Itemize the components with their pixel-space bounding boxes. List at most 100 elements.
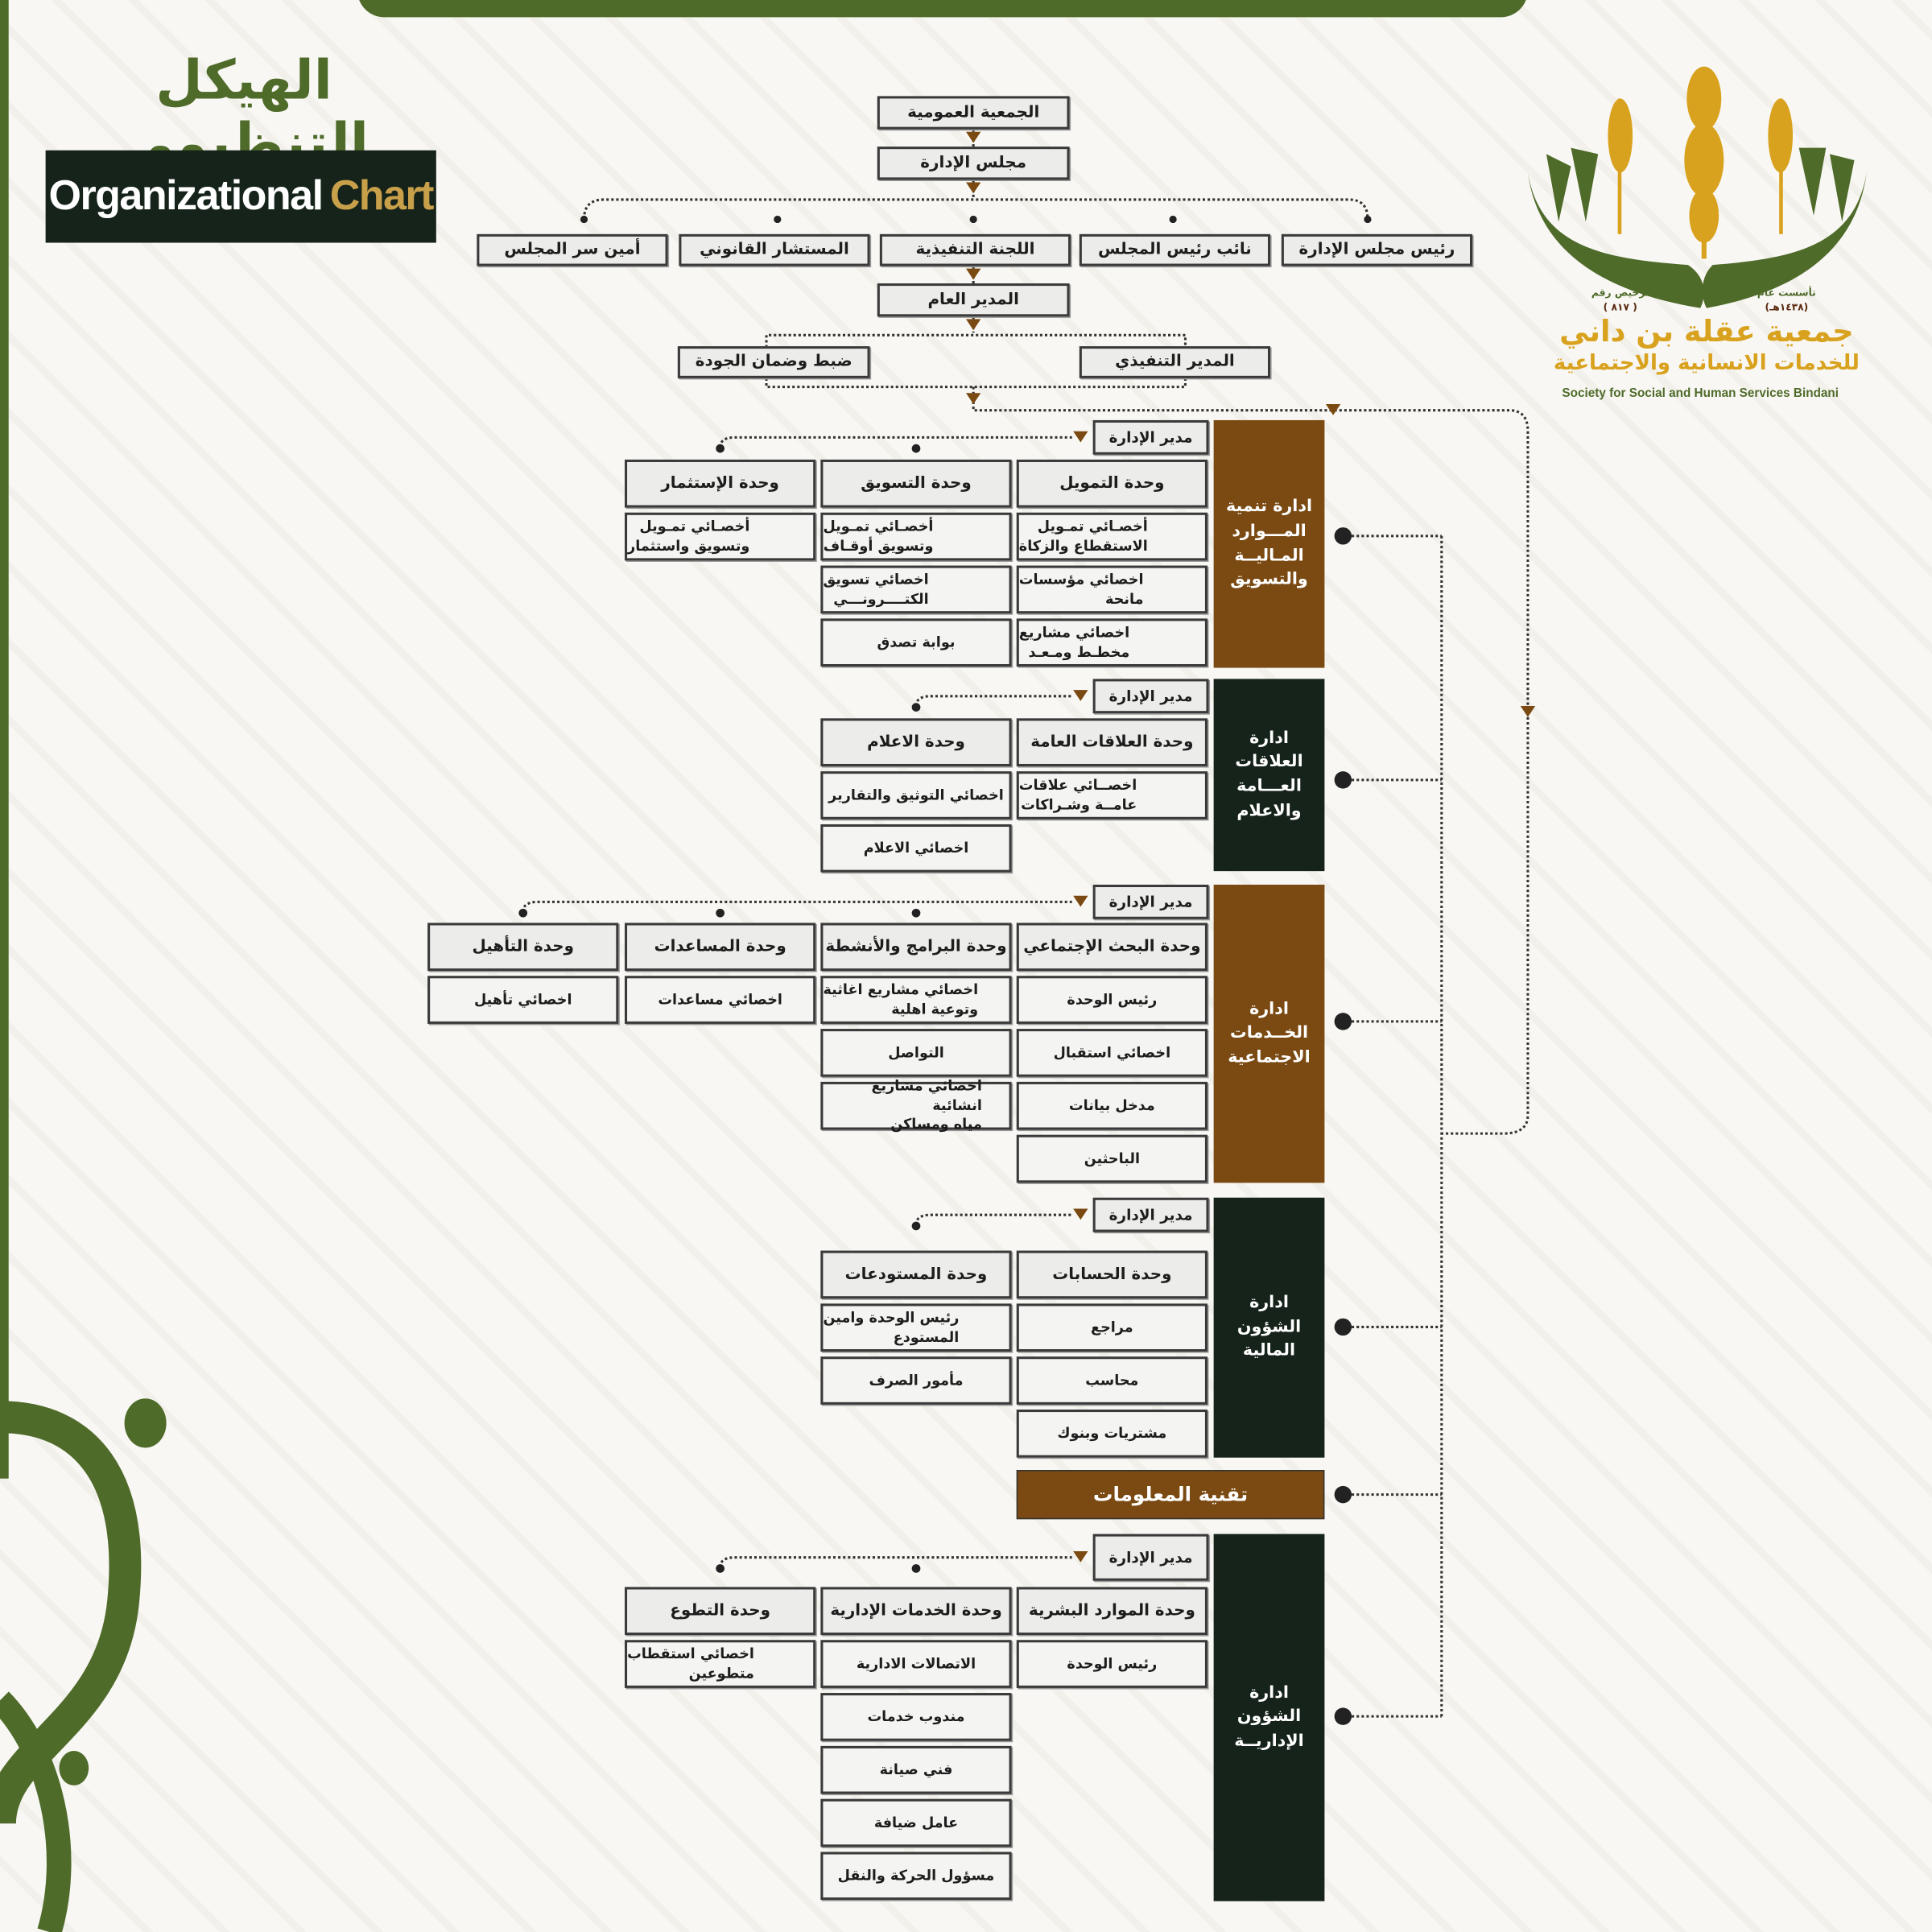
- title-word-2: Chart: [329, 172, 435, 220]
- founded-value: (١٤٣٨هـ): [1765, 301, 1809, 313]
- board-box[interactable]: مجلس الإدارة: [877, 147, 1070, 180]
- connector-line: [522, 900, 1072, 912]
- unit-header-box[interactable]: وحدة البرامج والأنشطة: [820, 923, 1012, 972]
- department-manager-box[interactable]: مدير الإدارة: [1092, 884, 1209, 919]
- position-box[interactable]: مدخل بيانات: [1016, 1081, 1208, 1130]
- position-box[interactable]: رئيس الوحدة: [1016, 976, 1208, 1024]
- arrow-icon: [1073, 1208, 1088, 1220]
- connector-dot: [716, 908, 724, 918]
- unit-header-box[interactable]: وحدة التأهيل: [427, 923, 619, 972]
- executive-manager-box[interactable]: المدير التنفيذي: [1079, 346, 1271, 378]
- unit-header-box[interactable]: وحدة الموارد البشرية: [1016, 1587, 1208, 1636]
- unit-header-box[interactable]: وحدة المساعدات: [625, 923, 816, 972]
- position-box[interactable]: مأمور الصرف: [820, 1356, 1012, 1405]
- department-box[interactable]: ادارة الشؤون الإداريــة: [1213, 1534, 1325, 1901]
- position-box[interactable]: رئيس الوحدة وامين المستودع: [820, 1303, 1012, 1352]
- connector-dot: [774, 215, 782, 224]
- arrow-icon: [965, 393, 981, 405]
- department-box[interactable]: ادارة الخــدمات الاجتماعية: [1213, 884, 1325, 1183]
- position-box[interactable]: اخصائي مشاريع اغاثية وتوعية اهلية: [820, 976, 1012, 1024]
- quality-box[interactable]: ضبط وضمان الجودة: [677, 346, 870, 378]
- arrow-icon: [1073, 690, 1088, 701]
- founded-label: تأسست عام: [1757, 287, 1816, 299]
- license-label: ترخيص رقم: [1591, 287, 1649, 299]
- position-box[interactable]: اخصــائي علاقات عامــة وشـراكات: [1016, 771, 1208, 819]
- position-box[interactable]: مسؤول الحركة والنقل: [820, 1852, 1012, 1901]
- logo-name-line2: للخدمات الانسانية والاجتماعية: [1553, 351, 1860, 376]
- logo-english-name: Society for Social and Human Services Bi…: [1562, 386, 1839, 401]
- position-box[interactable]: عامل ضيافة: [820, 1798, 1012, 1847]
- left-swirl-decor: [0, 1401, 142, 1825]
- connector-line: [765, 378, 1187, 389]
- position-box[interactable]: أخصـائي تمـويل الاستقطاع والزكاة: [1016, 512, 1208, 561]
- position-box[interactable]: اخصائي مشاريع انشائية مياه ومساكن: [820, 1077, 1012, 1133]
- connector-dot: [518, 908, 528, 918]
- department-connector-dot: [1334, 771, 1352, 789]
- unit-header-box[interactable]: وحدة الخدمات الإدارية: [820, 1587, 1012, 1636]
- position-box[interactable]: بوابة تصدق: [820, 618, 1012, 667]
- position-box[interactable]: اخصائي تسويق الكتــــرونـــي: [820, 565, 1012, 614]
- connector-line: [914, 1213, 1072, 1225]
- position-box[interactable]: أخصـائي تمـويل وتسويق واستثمار: [625, 512, 816, 561]
- connector-line: [914, 695, 1072, 707]
- unit-header-box[interactable]: وحدة التمويل: [1016, 459, 1208, 508]
- department-box[interactable]: ادارة العلاقات العـــامة والاعلام: [1213, 679, 1325, 872]
- arrow-icon: [965, 268, 981, 280]
- position-box[interactable]: مشتريات وبنوك: [1016, 1410, 1208, 1458]
- legal-advisor-box[interactable]: المستشار القانوني: [679, 233, 870, 266]
- position-box[interactable]: أخصـائي تمـويل وتسويق أوقـاف: [820, 512, 1012, 561]
- position-box[interactable]: اخصائي استقبال: [1016, 1029, 1208, 1077]
- position-box[interactable]: اخصائي تأهيل: [427, 976, 619, 1024]
- position-box[interactable]: فني صيانة: [820, 1745, 1012, 1794]
- position-box[interactable]: رئيس الوحدة: [1016, 1640, 1208, 1688]
- position-box[interactable]: اخصائي التوثيق والتقارير: [820, 771, 1012, 819]
- unit-header-box[interactable]: وحدة الاعلام: [820, 718, 1012, 767]
- unit-header-box[interactable]: وحدة التسويق: [820, 459, 1012, 508]
- connector-dot: [716, 444, 724, 453]
- executive-committee-box[interactable]: اللجنة التنفيذية: [879, 233, 1071, 266]
- arrow-icon: [1073, 895, 1088, 907]
- position-box[interactable]: مندوب خدمات: [820, 1693, 1012, 1741]
- department-manager-box[interactable]: مدير الإدارة: [1092, 679, 1209, 714]
- decor-dot: [124, 1398, 167, 1448]
- vice-chair-box[interactable]: نائب رئيس المجلس: [1079, 233, 1271, 266]
- department-manager-box[interactable]: مدير الإدارة: [1092, 1534, 1209, 1581]
- general-assembly-box[interactable]: الجمعية العمومية: [877, 96, 1070, 130]
- department-box[interactable]: ادارة تنمية المـــوارد المـاليــة والتسو…: [1213, 419, 1325, 668]
- board-chair-box[interactable]: رئيس مجلس الإدارة: [1281, 233, 1473, 266]
- position-box[interactable]: اخصائي الاعلام: [820, 824, 1012, 873]
- connector-line: [719, 436, 1072, 448]
- unit-header-box[interactable]: وحدة الحسابات: [1016, 1250, 1208, 1299]
- arrow-icon: [965, 319, 981, 331]
- unit-header-box[interactable]: وحدة الإستثمار: [625, 459, 816, 508]
- unit-header-box[interactable]: وحدة المستودعات: [820, 1250, 1012, 1299]
- title-word-1: Organizational: [48, 172, 324, 220]
- position-box[interactable]: التواصل: [820, 1029, 1012, 1077]
- connector-dot: [911, 1564, 921, 1573]
- position-box[interactable]: الاتصالات الادارية: [820, 1640, 1012, 1688]
- position-box[interactable]: مراجع: [1016, 1303, 1208, 1352]
- department-connector-dot: [1334, 527, 1352, 545]
- connector-dot: [969, 215, 977, 224]
- position-box[interactable]: الباحثين: [1016, 1134, 1208, 1183]
- department-manager-box[interactable]: مدير الإدارة: [1092, 1197, 1209, 1232]
- position-box[interactable]: اخصائي مؤسسات مانحة: [1016, 565, 1208, 614]
- position-box[interactable]: اخصائي استقطاب متطوعين: [625, 1640, 816, 1688]
- connector-dot: [1169, 215, 1177, 224]
- board-secretary-box[interactable]: أمين سر المجلس: [477, 233, 668, 266]
- position-box[interactable]: اخصائي مساعدات: [625, 976, 816, 1024]
- general-manager-box[interactable]: المدير العام: [877, 283, 1070, 317]
- department-it[interactable]: تقنية المعلومات: [1016, 1470, 1325, 1520]
- connector-line: [972, 386, 1530, 1135]
- position-box[interactable]: اخصائي مشاريع مخطـط ومـعـد: [1016, 618, 1208, 667]
- unit-header-box[interactable]: وحدة البحث الإجتماعي: [1016, 923, 1208, 972]
- department-box[interactable]: ادارة الشؤون المالية: [1213, 1197, 1325, 1458]
- arrow-icon: [1325, 404, 1341, 415]
- position-box[interactable]: محاسب: [1016, 1356, 1208, 1405]
- unit-header-box[interactable]: وحدة التطوع: [625, 1587, 816, 1636]
- department-connector-dot: [1334, 1485, 1352, 1504]
- unit-header-box[interactable]: وحدة العلاقات العامة: [1016, 718, 1208, 767]
- department-manager-box[interactable]: مدير الإدارة: [1092, 419, 1209, 455]
- arrow-icon: [1073, 431, 1088, 443]
